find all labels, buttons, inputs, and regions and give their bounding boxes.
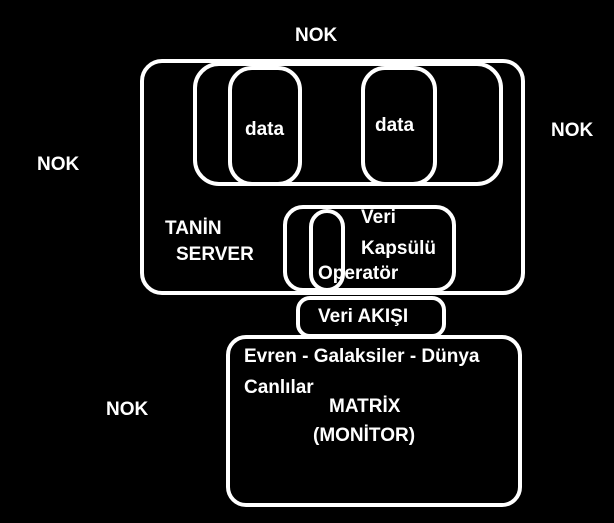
data-right-label: data — [375, 115, 415, 136]
data-container-box — [193, 62, 503, 186]
capsule-label-line2: Kapsülü — [361, 238, 436, 259]
capsule-box — [283, 205, 456, 292]
matrix-text-line2: Canlılar — [244, 377, 314, 398]
data-left-box — [228, 66, 302, 186]
matrix-title-line2: (MONİTOR) — [313, 425, 416, 446]
capsule-label-line1: Veri — [361, 207, 396, 228]
stream-label: Veri AKIŞI — [318, 306, 409, 327]
operator-label: Operatör — [318, 263, 399, 284]
data-right-box — [361, 66, 437, 186]
data-left-label: data — [245, 119, 285, 140]
server-label-line2: SERVER — [176, 244, 254, 265]
nok-label-right: NOK — [551, 120, 594, 141]
server-box — [140, 59, 525, 295]
matrix-box — [226, 335, 522, 507]
server-label-line1: TANİN — [165, 218, 222, 239]
nok-label-top: NOK — [295, 25, 338, 46]
matrix-text-line1: Evren - Galaksiler - Dünya — [244, 346, 480, 367]
operator-capsule — [309, 209, 345, 292]
nok-label-bottom: NOK — [106, 399, 149, 420]
matrix-title-line1: MATRİX — [329, 396, 401, 417]
nok-label-left: NOK — [37, 154, 80, 175]
